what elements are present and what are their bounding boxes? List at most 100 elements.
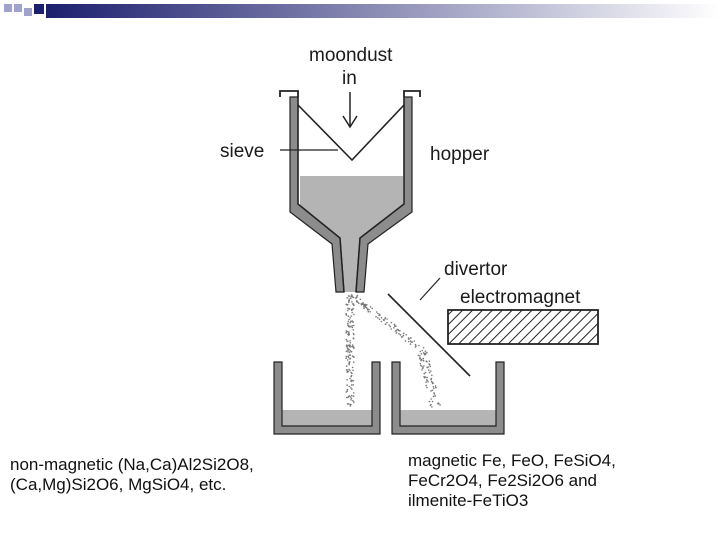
- particle: [345, 344, 348, 347]
- particle: [438, 403, 440, 405]
- particle: [352, 345, 354, 348]
- label-sieve: sieve: [220, 141, 264, 162]
- particle: [411, 341, 414, 343]
- hopper-left-rim: [279, 90, 299, 97]
- particle: [350, 380, 353, 383]
- particle: [346, 369, 349, 371]
- particle: [348, 395, 350, 398]
- particle: [345, 355, 348, 358]
- caption-magnetic: magnetic Fe, FeO, FeSiO4, FeCr2O4, Fe2Si…: [408, 451, 616, 511]
- particle: [415, 345, 417, 347]
- particle: [353, 304, 355, 307]
- particle: [419, 364, 422, 367]
- particle: [352, 392, 355, 394]
- particle: [351, 311, 354, 314]
- particle: [349, 342, 352, 344]
- particle: [366, 304, 368, 306]
- particle: [378, 314, 380, 317]
- particle: [351, 372, 353, 375]
- particle: [414, 343, 417, 346]
- particle: [421, 365, 423, 368]
- particle: [362, 303, 365, 306]
- caption-non-magnetic-line: (Ca,Mg)Si2O6, MgSiO4, etc.: [10, 475, 227, 494]
- particle: [350, 309, 353, 311]
- label-moondust: moondust: [309, 45, 393, 66]
- caption-magnetic-line: FeCr2O4, Fe2Si2O6 and: [408, 471, 597, 490]
- particle: [393, 327, 395, 329]
- particle: [410, 337, 412, 339]
- particle: [353, 347, 355, 350]
- particle: [362, 302, 364, 304]
- particle: [347, 322, 349, 325]
- particle: [402, 332, 405, 335]
- particle: [408, 338, 410, 341]
- particle: [359, 298, 362, 301]
- particle: [399, 329, 401, 332]
- right-bin-material: [400, 410, 496, 426]
- particle: [349, 325, 352, 328]
- particle: [398, 333, 400, 335]
- particle: [420, 353, 423, 355]
- particle: [426, 386, 428, 389]
- particle: [377, 317, 379, 319]
- hopper-right-rim: [403, 90, 421, 97]
- particle: [395, 332, 398, 334]
- particle: [429, 365, 432, 368]
- particle: [434, 386, 437, 389]
- particle: [430, 403, 432, 406]
- particle: [431, 400, 434, 403]
- particle: [430, 380, 433, 383]
- particle: [407, 337, 410, 339]
- particle: [424, 371, 427, 374]
- particle: [349, 321, 352, 324]
- particle: [417, 354, 420, 357]
- particle: [349, 396, 352, 398]
- particle: [347, 332, 350, 334]
- left-bin-material: [282, 410, 372, 426]
- particle: [348, 298, 350, 300]
- particle: [349, 354, 352, 356]
- right-bin: [391, 361, 505, 435]
- particle: [430, 398, 432, 400]
- particle: [350, 350, 353, 353]
- particle: [352, 395, 355, 397]
- particle: [350, 320, 352, 323]
- label-electromagnet: electromagnet: [460, 287, 581, 308]
- particle: [433, 387, 435, 390]
- particle: [351, 301, 353, 303]
- particle: [347, 349, 350, 351]
- particle: [349, 405, 352, 407]
- particle: [422, 360, 425, 362]
- particle: [349, 340, 351, 342]
- particle: [409, 343, 412, 345]
- particle: [347, 355, 350, 358]
- particle: [350, 387, 352, 389]
- particle: [369, 311, 372, 313]
- particle: [352, 380, 355, 382]
- particle: [395, 325, 397, 328]
- particle: [346, 330, 349, 333]
- particle: [388, 324, 391, 326]
- particle: [421, 369, 423, 371]
- particle: [353, 313, 355, 316]
- particle: [349, 346, 352, 348]
- particle: [346, 384, 348, 386]
- particle: [346, 297, 349, 299]
- particle: [352, 399, 354, 402]
- header-gradient: [46, 4, 720, 18]
- caption-magnetic-line: ilmenite-FeTiO3: [408, 491, 529, 510]
- particle: [426, 351, 428, 354]
- particle: [347, 307, 349, 310]
- particle: [386, 321, 388, 324]
- particle: [349, 377, 351, 380]
- particle: [350, 375, 352, 378]
- particle: [347, 315, 350, 318]
- particle: [356, 294, 359, 297]
- particle: [390, 328, 393, 330]
- particle: [367, 310, 370, 313]
- particle: [350, 294, 353, 296]
- divertor: [387, 293, 471, 377]
- particle: [349, 361, 351, 363]
- particle: [350, 297, 352, 300]
- particle: [348, 368, 350, 371]
